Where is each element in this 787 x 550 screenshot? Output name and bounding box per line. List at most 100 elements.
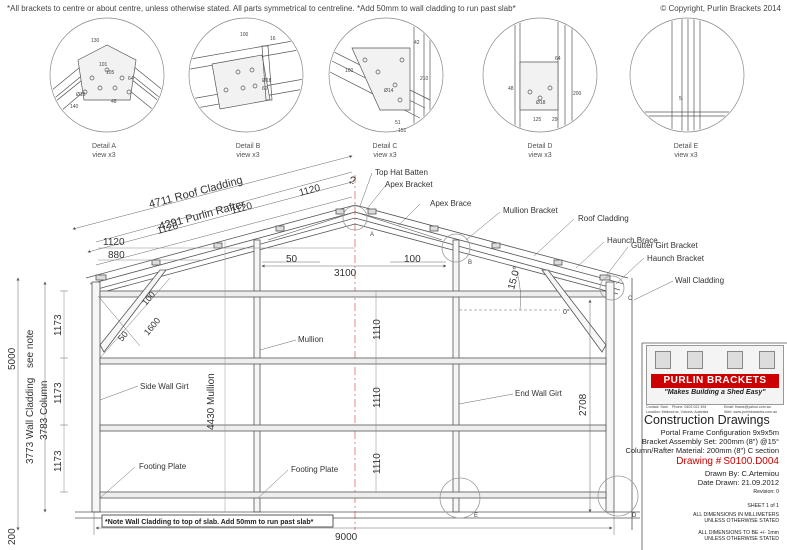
pitch-angle: 15.0° bbox=[506, 265, 523, 291]
detail-c-label: Detail C bbox=[373, 143, 398, 150]
see-note: see note bbox=[25, 329, 36, 368]
label-apex-brace: Apex Brace bbox=[430, 199, 472, 208]
drawing-number: Drawing # S0100.D004 bbox=[676, 456, 779, 467]
tol-note-2: UNLESS OTHERWISE STATED bbox=[704, 536, 779, 542]
svg-text:1110: 1110 bbox=[372, 387, 383, 408]
header-note: *All brackets to centre or about centre,… bbox=[7, 4, 516, 13]
title-block: PURLIN BRACKETS "Makes Building a Shed E… bbox=[625, 343, 787, 550]
svg-text:view x3: view x3 bbox=[528, 152, 551, 159]
drawn-by: Drawn By: C.Artemiou bbox=[704, 469, 779, 478]
column-dim: 3783 Column bbox=[39, 381, 50, 440]
contact-phone: Phone: 0403 022 494 bbox=[672, 405, 707, 409]
detail-e: 5 Detail E view x3 bbox=[629, 17, 745, 159]
bracket-icon bbox=[759, 351, 775, 369]
svg-text:1110: 1110 bbox=[372, 319, 383, 340]
svg-text:51: 51 bbox=[395, 120, 401, 126]
bracket-icon bbox=[687, 351, 703, 369]
svg-text:0°: 0° bbox=[563, 308, 570, 316]
logo-tagline: "Makes Building a Shed Easy" bbox=[664, 389, 766, 396]
detail-e-label: Detail E bbox=[674, 143, 699, 150]
svg-text:view x3: view x3 bbox=[236, 152, 259, 159]
svg-text:200: 200 bbox=[573, 91, 582, 97]
copyright-text: © Copyright, Purlin Brackets 2014 bbox=[660, 4, 781, 13]
span-dim: 9000 bbox=[335, 532, 358, 543]
detail-a: 130 64 140 Ø18 48 101 105 Detail A view … bbox=[49, 17, 165, 159]
svg-text:1110: 1110 bbox=[372, 453, 383, 474]
label-haunch-brace: Haunch Brace bbox=[607, 236, 658, 245]
slab-note: *Note Wall Cladding to top of slab. Add … bbox=[105, 519, 314, 526]
height-dim: 5000 bbox=[7, 347, 18, 370]
dim-note-2: UNLESS OTHERWISE STATED bbox=[704, 518, 779, 524]
svg-text:C: C bbox=[628, 296, 633, 302]
logo-title: PURLIN BRACKETS bbox=[651, 374, 779, 388]
svg-text:Ø18: Ø18 bbox=[536, 100, 546, 106]
dim-note-1: ALL DIMENSIONS IN MILLIMETERS bbox=[693, 512, 779, 518]
drawing-title: Construction Drawings bbox=[644, 413, 770, 427]
svg-text:1173: 1173 bbox=[53, 450, 64, 472]
svg-text:100: 100 bbox=[345, 68, 354, 74]
eave-offset-dim: 880 bbox=[108, 250, 125, 261]
detail-b-label: Detail B bbox=[236, 143, 261, 150]
svg-text:16: 16 bbox=[270, 36, 276, 42]
svg-text:210: 210 bbox=[420, 76, 429, 82]
svg-text:1120: 1120 bbox=[103, 237, 125, 248]
label-gutter-girt-bracket: Gutter Girt Bracket bbox=[631, 241, 698, 250]
contact-name: Contact: Sam bbox=[646, 405, 668, 409]
svg-text:A: A bbox=[370, 232, 374, 238]
svg-text:50: 50 bbox=[286, 254, 298, 265]
svg-text:140: 140 bbox=[70, 104, 79, 110]
svg-text:48: 48 bbox=[111, 99, 117, 105]
svg-text:64: 64 bbox=[555, 56, 561, 62]
label-mullion-bracket: Mullion Bracket bbox=[503, 206, 558, 215]
bracket-icon bbox=[655, 351, 671, 369]
svg-text:D: D bbox=[632, 513, 637, 519]
svg-text:105: 105 bbox=[106, 70, 115, 76]
svg-text:101: 101 bbox=[99, 62, 108, 68]
svg-text:1120: 1120 bbox=[156, 221, 180, 237]
svg-text:60: 60 bbox=[262, 86, 268, 92]
svg-text:5: 5 bbox=[679, 96, 682, 102]
svg-text:B: B bbox=[468, 260, 472, 266]
detail-refs: A B C D E bbox=[370, 232, 637, 519]
svg-text:view x3: view x3 bbox=[92, 152, 115, 159]
detail-c: 42 Ø14 51 151 100 210 Detail C view x3 bbox=[328, 17, 444, 159]
label-side-wall-girt: Side Wall Girt bbox=[140, 382, 189, 391]
svg-text:1600: 1600 bbox=[142, 316, 163, 338]
purlin-brackets-logo: PURLIN BRACKETS "Makes Building a Shed E… bbox=[646, 345, 784, 405]
svg-text:29: 29 bbox=[552, 117, 558, 123]
label-haunch-bracket: Haunch Bracket bbox=[647, 254, 705, 263]
label-footing-plate-left: Footing Plate bbox=[139, 462, 187, 471]
label-end-wall-girt: End Wall Girt bbox=[515, 389, 563, 398]
bracket-set-line: Bracket Assembly Set: 200mm (8") @15° bbox=[641, 437, 779, 446]
material-line: Column/Rafter Material: 200mm (8") C sec… bbox=[625, 446, 779, 455]
svg-text:151: 151 bbox=[398, 128, 407, 134]
mullion-height-dim: 2708 bbox=[578, 393, 589, 416]
svg-text:48: 48 bbox=[508, 86, 514, 92]
svg-text:42: 42 bbox=[414, 40, 420, 46]
label-apex-bracket: Apex Bracket bbox=[385, 180, 433, 189]
detail-a-label: Detail A bbox=[92, 143, 116, 150]
svg-text:view x3: view x3 bbox=[674, 152, 697, 159]
contact-email: Email: finans@yahoo.com.au bbox=[724, 405, 771, 409]
bracket-icon bbox=[727, 351, 743, 369]
base-dim: 200 bbox=[7, 528, 18, 545]
mullion-length-dim: 4430 Mullion bbox=[206, 373, 217, 430]
svg-text:1173: 1173 bbox=[53, 314, 64, 336]
svg-text:100: 100 bbox=[240, 32, 249, 38]
portal-frame bbox=[75, 175, 640, 530]
revision: Revision: 0 bbox=[753, 489, 779, 495]
svg-text:130: 130 bbox=[91, 38, 100, 44]
wall-cladding-dim: 3773 Wall Cladding bbox=[25, 378, 36, 464]
label-roof-cladding: Roof Cladding bbox=[578, 214, 629, 223]
svg-text:Ø18: Ø18 bbox=[76, 92, 86, 98]
question-mark: ? bbox=[350, 175, 356, 187]
svg-text:view x3: view x3 bbox=[373, 152, 396, 159]
svg-text:1173: 1173 bbox=[53, 382, 64, 404]
detail-d-label: Detail D bbox=[528, 143, 553, 150]
config-line: Portal Frame Configuration 9x9x5m bbox=[660, 428, 779, 437]
tol-note-1: ALL DIMENSIONS TO BE +/- 1mm bbox=[698, 530, 779, 536]
contact-web: Web: www.purlinbrackets.com.au bbox=[724, 410, 778, 414]
svg-text:1120: 1120 bbox=[298, 183, 322, 199]
